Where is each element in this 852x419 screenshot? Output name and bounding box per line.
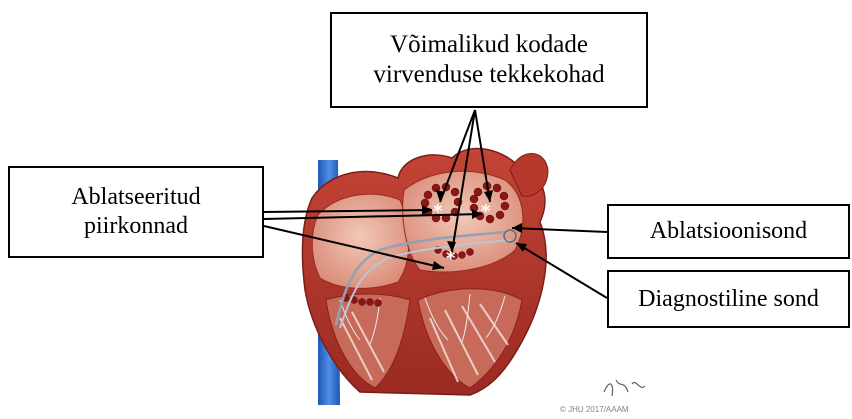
diagnostic-probe-label: Diagnostiline sond bbox=[607, 270, 850, 328]
illustration-credit: © JHU 2017/AAAM bbox=[560, 405, 629, 414]
marker-asterisk-3: * bbox=[446, 248, 456, 269]
possible-af-sites-line1: Võimalikud kodade bbox=[390, 30, 588, 60]
ablated-areas-line2: piirkonnad bbox=[84, 212, 188, 241]
marker-asterisk-2: * bbox=[481, 201, 491, 222]
ablation-probe-text: Ablatsioonisond bbox=[650, 217, 807, 246]
diagnostic-probe-text: Diagnostiline sond bbox=[638, 285, 819, 314]
ablation-probe-label: Ablatsioonisond bbox=[607, 204, 850, 259]
possible-af-sites-line2: virvenduse tekkekohad bbox=[373, 60, 604, 90]
ablated-areas-label: Ablatseeritud piirkonnad bbox=[8, 166, 264, 258]
marker-asterisk-1: * bbox=[433, 201, 443, 222]
possible-af-sites-label: Võimalikud kodade virvenduse tekkekohad bbox=[330, 12, 648, 108]
ablated-areas-line1: Ablatseeritud bbox=[71, 183, 200, 212]
artist-signature bbox=[604, 380, 645, 396]
